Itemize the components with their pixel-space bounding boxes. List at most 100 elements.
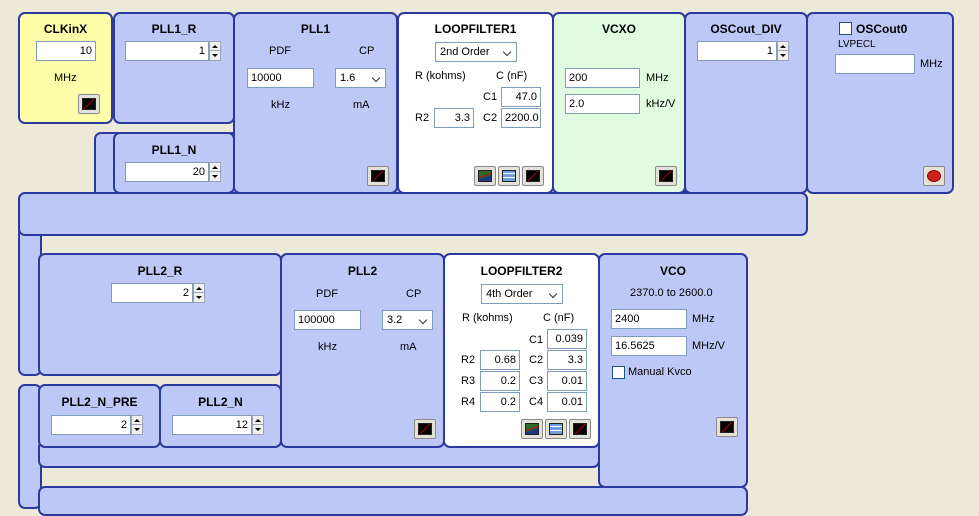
loopfilter1-disable-button[interactable] [522,166,544,186]
vco-block: VCO 2370.0 to 2600.0 2400 MHz 16.5625 MH… [598,253,748,488]
pll2-cp-unit: mA [400,341,417,353]
pll2-n-pre-block: PLL2_N_PRE 2 [38,384,161,448]
pll1-n-block: PLL1_N 20 [113,132,235,194]
pll2-pdf-input[interactable]: 100000 [294,310,361,330]
loopfilter2-c2-label: C2 [529,354,544,366]
pll1-r-title: PLL1_R [151,22,197,36]
pll2-cp-dropdown[interactable]: 3.2 [382,310,433,330]
pll2-n-pre-input[interactable]: 2 [51,415,131,435]
clkinx-frequency-input[interactable]: 10 [36,41,96,61]
loopfilter2-title: LOOPFILTER2 [480,264,563,278]
vcxo-frequency-unit: MHz [646,72,669,84]
loopfilter1-table-button[interactable] [498,166,520,186]
loopfilter2-r2-label: R2 [461,354,476,366]
loopfilter2-c4-input[interactable]: 0.01 [547,392,587,412]
loopfilter2-order-dropdown[interactable]: 4th Order [481,284,563,304]
oscout0-block: OSCout0 LVPECL MHz [806,12,954,194]
vcxo-kv-unit: kHz/V [646,98,676,110]
loopfilter1-title: LOOPFILTER1 [434,22,517,36]
pll1-block: PLL1 PDF CP 10000 1.6 kHz mA [233,12,398,194]
vco-kv-input[interactable]: 16.5625 [611,336,687,356]
pll2-r-spinner[interactable] [193,283,205,303]
graph-icon [478,170,492,182]
oscout-div-spinner[interactable] [777,41,789,61]
loopfilter1-c2-input[interactable]: 2200.0 [501,108,541,128]
loopfilter2-c1-input[interactable]: 0.039 [547,329,587,349]
vco-kv-unit: MHz/V [692,340,725,352]
loopfilter2-graph-button[interactable] [521,419,543,439]
oscout0-power-button[interactable] [923,166,945,186]
clkinx-title: CLKinX [43,22,88,36]
loopfilter2-r4-label: R4 [461,396,476,408]
disable-icon [573,423,587,435]
pll1-cp-value: 1.6 [340,72,356,84]
pll1-cp-dropdown[interactable]: 1.6 [335,68,386,88]
table-icon [502,170,516,182]
loopfilter2-r2-input[interactable]: 0.68 [480,350,520,370]
oscout0-frequency-unit: MHz [920,58,943,70]
loopfilter1-c1-label: C1 [483,91,498,103]
loopfilter2-disable-button[interactable] [569,419,591,439]
loopfilter1-c1-input[interactable]: 47.0 [501,87,541,107]
loopfilter2-r-header: R (kohms) [462,312,513,324]
loopfilter2-c3-label: C3 [529,375,544,387]
pll2-disable-button[interactable] [414,419,436,439]
disable-icon [371,170,385,182]
oscout-div-input[interactable]: 1 [697,41,777,61]
pll1-n-input[interactable]: 20 [125,162,209,182]
chevron-down-icon [418,315,428,325]
manual-kvco-checkbox[interactable] [612,366,625,379]
pll2-r-block: PLL2_R 2 [38,253,282,376]
loopfilter2-c3-input[interactable]: 0.01 [547,371,587,391]
oscout0-frequency-input[interactable] [835,54,915,74]
loopfilter2-table-button[interactable] [545,419,567,439]
pll1-n-spinner[interactable] [209,162,221,182]
vco-disable-button[interactable] [716,417,738,437]
manual-kvco-label: Manual Kvco [628,366,692,378]
clkinx-block: CLKinX 10 MHz [18,12,113,124]
vcxo-frequency-input[interactable]: 200 [565,68,640,88]
pll1-r-spinner[interactable] [209,41,221,61]
vcxo-block: VCXO 200 MHz 2.0 kHz/V [552,12,686,194]
pll1-pdf-unit: kHz [271,99,290,111]
loopfilter2-r4-input[interactable]: 0.2 [480,392,520,412]
pll2-n-spinner[interactable] [252,415,264,435]
vcxo-disable-button[interactable] [655,166,677,186]
chevron-down-icon [548,289,558,299]
clkinx-disable-button[interactable] [78,94,100,114]
loopfilter1-r2-input[interactable]: 3.3 [434,108,474,128]
loopfilter1-order-dropdown[interactable]: 2nd Order [435,42,517,62]
pll1-cp-label: CP [359,45,375,57]
loopfilter2-c2-input[interactable]: 3.3 [547,350,587,370]
vco-frequency-input[interactable]: 2400 [611,309,687,329]
vco-frequency-unit: MHz [692,313,715,325]
vcxo-kv-input[interactable]: 2.0 [565,94,640,114]
loopfilter2-order-value: 4th Order [486,288,533,300]
disable-icon [659,170,673,182]
pipe-top-loop [18,192,808,236]
pll1-r-block: PLL1_R 1 [113,12,235,124]
pll2-pdf-label: PDF [316,288,338,300]
loopfilter1-block: LOOPFILTER1 2nd Order R (kohms) C (nF) C… [397,12,554,194]
chevron-down-icon [502,47,512,57]
pll2-n-title: PLL2_N [198,395,243,409]
loopfilter2-c-header: C (nF) [543,312,575,324]
pll2-n-block: PLL2_N 12 [159,384,282,448]
pll2-r-input[interactable]: 2 [111,283,193,303]
oscout0-enable-checkbox[interactable] [839,22,852,35]
loopfilter2-r3-label: R3 [461,375,476,387]
chevron-down-icon [371,73,381,83]
pipe-bottom-loop [38,486,748,516]
pll2-n-pre-spinner[interactable] [131,415,143,435]
pll1-r-input[interactable]: 1 [125,41,209,61]
pll1-disable-button[interactable] [367,166,389,186]
pll2-n-input[interactable]: 12 [172,415,252,435]
pll1-pdf-input[interactable]: 10000 [247,68,314,88]
disable-icon [720,421,734,433]
loopfilter2-c1-label: C1 [529,334,544,346]
vco-title: VCO [659,264,686,278]
loopfilter2-r3-input[interactable]: 0.2 [480,371,520,391]
graph-icon [525,423,539,435]
loopfilter1-graph-button[interactable] [474,166,496,186]
pll2-cp-label: CP [406,288,422,300]
